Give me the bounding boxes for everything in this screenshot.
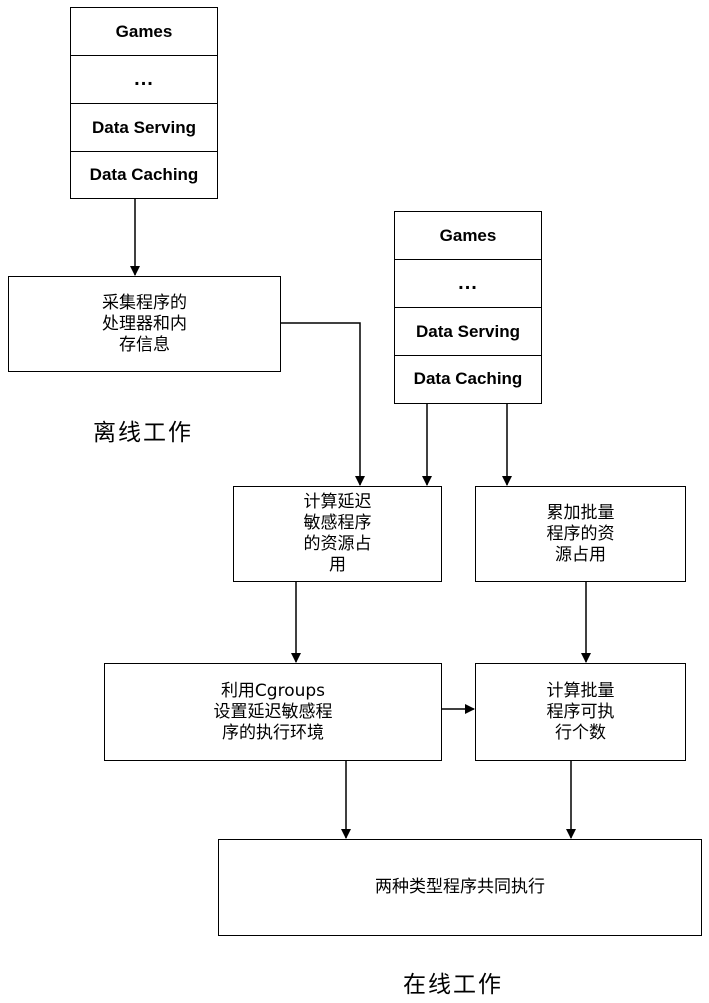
arrow-collect-to-calc-latency	[281, 323, 360, 485]
